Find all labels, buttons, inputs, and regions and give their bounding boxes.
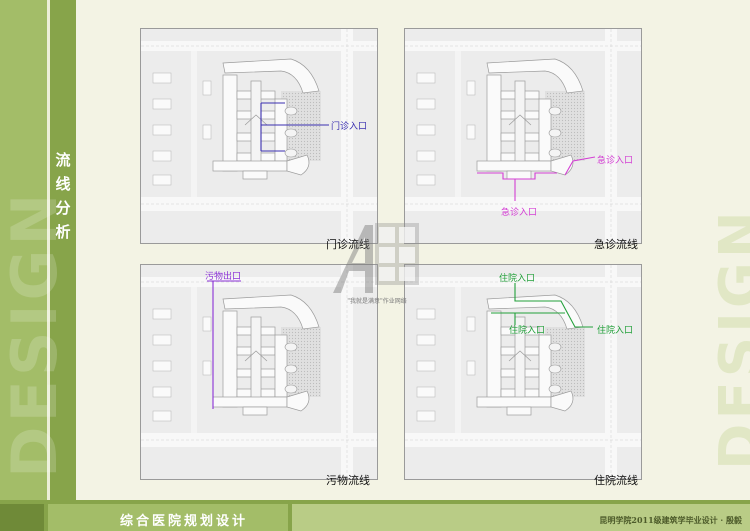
footer-title: 综合医院规划设计	[120, 514, 249, 529]
footer-block-right	[292, 504, 750, 531]
emergency-site-plan	[405, 29, 641, 243]
sidebar-divider	[47, 0, 50, 500]
emergency-entrance-label-right: 急诊入口	[597, 156, 634, 166]
waste-exit-label: 污物出口	[205, 272, 242, 282]
panel-waste-flow: 污物出口	[140, 264, 378, 480]
inpatient-entrance-label-top: 住院入口	[499, 274, 536, 284]
emergency-entrance-label-bottom: 急诊入口	[501, 208, 538, 218]
panel-outpatient-flow: 门诊入口	[140, 28, 378, 244]
inpatient-site-plan	[405, 265, 641, 479]
footer-block-title	[48, 504, 288, 531]
caption-inpatient-flow: 住院流线	[594, 474, 638, 487]
waste-flow-lines	[207, 280, 241, 409]
waste-site-plan	[141, 265, 377, 479]
sidebar-stripe	[0, 0, 47, 500]
panel-emergency-flow: 急诊入口 急诊入口	[404, 28, 642, 244]
emergency-flow-lines	[477, 156, 596, 201]
right-background-text: DESIGN	[708, 207, 750, 470]
inpatient-flow-lines	[491, 283, 593, 328]
outpatient-flow-lines	[260, 102, 329, 152]
footer-block-left	[0, 504, 44, 531]
footer-bar	[0, 500, 750, 531]
caption-waste-flow: 污物流线	[326, 474, 370, 487]
footer-credit: 昆明学院2011级建筑学毕业设计 · 殷毅	[599, 515, 742, 525]
caption-emergency-flow: 急诊流线	[594, 238, 638, 251]
caption-outpatient-flow: 门诊流线	[326, 238, 370, 251]
left-sidebar: DESIGN	[0, 0, 76, 500]
inpatient-entrance-label-center: 住院入口	[509, 326, 546, 336]
watermark-logo	[333, 223, 419, 293]
outpatient-entrance-label: 门诊入口	[331, 122, 368, 132]
watermark-text: "我就是满意"作业网络	[347, 298, 407, 305]
panel-inpatient-flow: 住院入口 住院入口 住院入口	[404, 264, 642, 480]
section-title: 流线分析	[55, 151, 71, 241]
outpatient-site-plan	[141, 29, 377, 243]
inpatient-entrance-label-right: 住院入口	[597, 326, 634, 336]
